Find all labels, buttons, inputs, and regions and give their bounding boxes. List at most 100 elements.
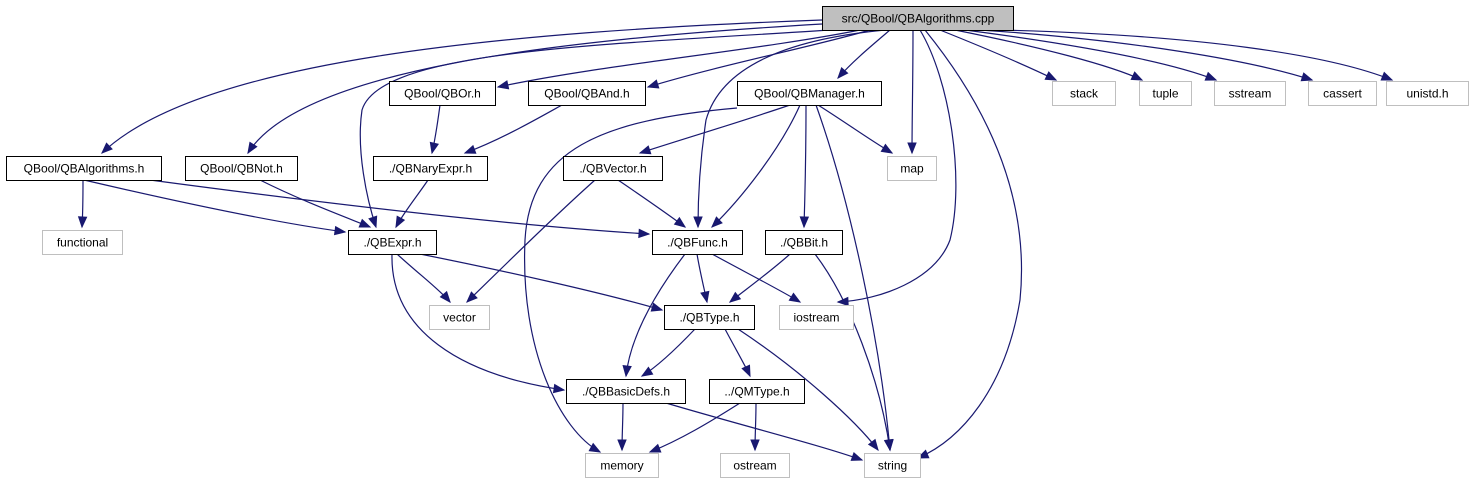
edge-qmtype-to-ostream [750, 402, 760, 452]
edges [77, 19, 1394, 461]
node-box [887, 156, 937, 181]
edge-qbexpr-to-qbtype [419, 253, 664, 312]
node-box [765, 230, 843, 255]
node-qbbit[interactable]: ./QBBit.h [765, 230, 843, 255]
edge-arrowhead [333, 225, 347, 236]
edge-arrowhead [1044, 71, 1058, 81]
node-box [652, 230, 743, 255]
node-qmtype[interactable]: ../QMType.h [709, 379, 805, 404]
edge-arrowhead [907, 142, 917, 155]
edge-arrowhead [673, 216, 687, 228]
edge-line [999, 29, 1393, 81]
edge-arrowhead [622, 365, 632, 378]
node-iostream: iostream [779, 305, 854, 330]
edge-qbmanager-to-memory [523, 107, 738, 453]
node-label: QBool/QBAlgorithms.h [24, 162, 145, 176]
node-qbtype[interactable]: ./QBType.h [664, 305, 755, 330]
edge-qbvector-to-vector [466, 179, 596, 303]
node-box [709, 379, 805, 404]
node-box [1052, 81, 1116, 106]
node-box [779, 305, 854, 330]
node-box [1214, 81, 1286, 106]
node-label: tuple [1152, 87, 1178, 101]
edge-line [625, 253, 686, 377]
edge-arrowhead [880, 143, 894, 154]
node-label: ../QMType.h [724, 385, 789, 399]
node-label: ./QBType.h [679, 311, 739, 325]
node-qbmanager[interactable]: QBool/QBManager.h [737, 81, 882, 106]
node-box [737, 81, 882, 106]
edge-line [729, 253, 791, 303]
edge-line [964, 29, 1217, 81]
node-label: stack [1070, 87, 1099, 101]
node-box [822, 6, 1014, 31]
node-tuple: tuple [1139, 81, 1192, 106]
edge-arrowhead [750, 439, 760, 452]
edge-arrowhead [496, 80, 510, 90]
edge-arrowhead [638, 228, 651, 239]
edge-qbnary-to-qbexpr [395, 179, 429, 229]
edge-arrowhead [788, 292, 802, 303]
node-label: sstream [1229, 87, 1272, 101]
edge-qbmanager-to-qbbit [799, 104, 810, 229]
node-vector: vector [429, 305, 490, 330]
edge-root-to-string [916, 29, 1023, 459]
edge-qbfunc-to-iostream [711, 253, 802, 303]
node-qbexpr[interactable]: ./QBExpr.h [348, 230, 437, 255]
edge-arrowhead [1300, 72, 1314, 82]
edge-line [359, 29, 831, 228]
node-box [42, 230, 123, 255]
node-qbor[interactable]: QBool/QBOr.h [389, 81, 496, 106]
edge-qbbasic-to-memory [617, 402, 627, 452]
edge-arrowhead [466, 291, 478, 303]
edge-root-to-qbalg_h [101, 19, 823, 154]
edge-arrowhead [395, 215, 406, 229]
edge-arrowhead [850, 452, 864, 461]
node-box [1139, 81, 1192, 106]
edge-arrowhead [429, 141, 439, 155]
node-root[interactable]: src/QBool/QBAlgorithms.cpp [822, 6, 1014, 31]
edge-arrowhead [646, 79, 660, 89]
edge-line [917, 29, 1023, 459]
node-box [585, 453, 659, 478]
node-qbfunc[interactable]: ./QBFunc.h [652, 230, 743, 255]
edge-qbexpr-to-qbbasic [391, 253, 566, 394]
edge-line [83, 179, 346, 233]
node-label: ./QBBasicDefs.h [582, 385, 670, 399]
edge-arrowhead [700, 290, 710, 304]
node-qbvector[interactable]: ./QBVector.h [563, 156, 663, 181]
node-map: map [887, 156, 937, 181]
edge-line [815, 104, 891, 451]
edge-qbmanager-to-qbfunc [711, 104, 801, 228]
node-box [864, 453, 921, 478]
node-qband[interactable]: QBool/QBAnd.h [528, 81, 646, 106]
node-qbnot[interactable]: QBool/QBNot.h [185, 156, 298, 181]
edge-line [711, 253, 801, 303]
node-label: string [878, 459, 907, 473]
node-qbalg_h[interactable]: QBool/QBAlgorithms.h [6, 156, 162, 181]
node-label: functional [57, 236, 108, 250]
edge-qmtype-to-memory [648, 402, 741, 453]
edge-arrowhead [837, 66, 849, 80]
node-box [566, 379, 686, 404]
edge-qbbit-to-qbtype [728, 253, 791, 303]
edge-line [837, 29, 957, 303]
edge-qbfunc-to-qbbasic [622, 253, 686, 378]
node-box [6, 156, 162, 181]
node-label: ./QBFunc.h [667, 236, 728, 250]
edge-root-to-stack [939, 29, 1058, 81]
edge-arrowhead [247, 141, 258, 155]
node-label: QBool/QBAnd.h [544, 87, 629, 101]
node-label: QBool/QBOr.h [404, 87, 481, 101]
edge-arrowhead [711, 216, 723, 228]
edge-line [649, 402, 741, 453]
node-box [373, 156, 488, 181]
edge-line [523, 107, 738, 453]
edge-line [737, 328, 879, 451]
node-box [1386, 81, 1469, 106]
node-qbnary[interactable]: ./QBNaryExpr.h [373, 156, 488, 181]
node-qbbasic[interactable]: ./QBBasicDefs.h [566, 379, 686, 404]
node-label: map [900, 162, 924, 176]
edge-arrowhead [1380, 71, 1394, 81]
